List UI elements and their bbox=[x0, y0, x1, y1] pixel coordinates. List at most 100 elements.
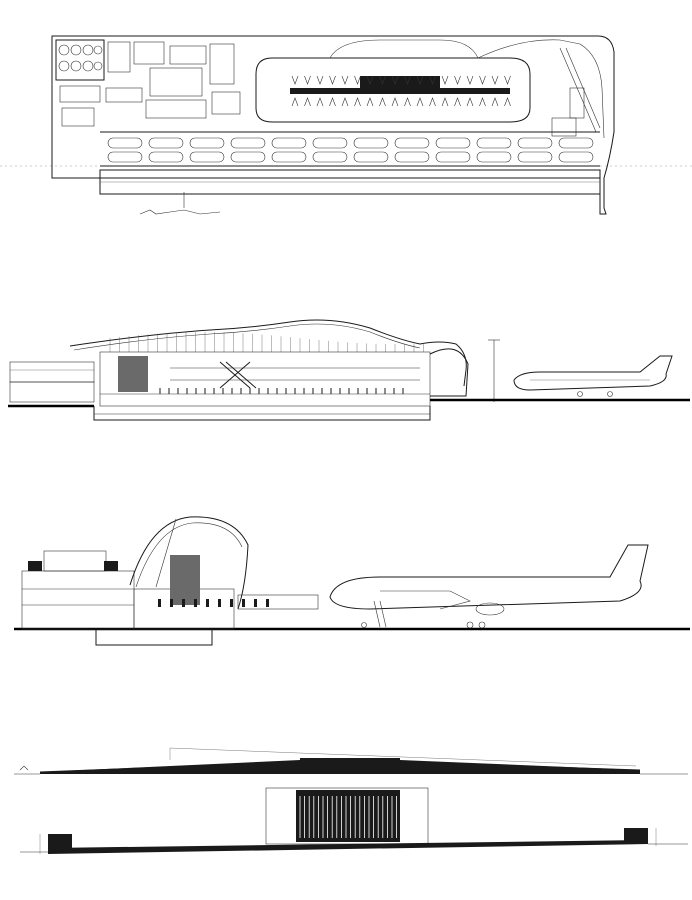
taxiway-island bbox=[476, 151, 512, 163]
wave-roof bbox=[69, 319, 467, 387]
taxiway-island bbox=[353, 137, 389, 149]
stand-mark bbox=[429, 75, 436, 85]
terminal-core bbox=[360, 76, 440, 88]
aircraft-stands-south bbox=[291, 97, 511, 107]
basement-level bbox=[93, 406, 431, 421]
terminal-floors bbox=[99, 351, 431, 407]
taxiway-island bbox=[107, 137, 143, 149]
stand-mark bbox=[291, 75, 299, 85]
taxiway-island bbox=[189, 137, 225, 149]
taxiway-island bbox=[517, 137, 553, 149]
roof-pitch-guideline bbox=[169, 747, 637, 767]
taxiway-island bbox=[353, 151, 389, 163]
site-plan-drawing bbox=[0, 28, 692, 228]
stand-mark bbox=[354, 75, 361, 85]
stand-mark bbox=[316, 97, 324, 107]
passenger-figures-cross bbox=[158, 599, 269, 607]
taxiway-island bbox=[271, 137, 307, 149]
taxiway-system bbox=[107, 137, 594, 163]
taxiway-island bbox=[230, 151, 266, 163]
taxiway-island bbox=[148, 137, 184, 149]
cross-section-svg bbox=[14, 516, 690, 646]
stand-mark bbox=[441, 97, 449, 107]
person-figure bbox=[182, 599, 185, 607]
roof-ribs bbox=[109, 332, 424, 352]
boarding-bridge bbox=[237, 594, 319, 610]
stand-mark bbox=[441, 75, 449, 85]
utility-tanks bbox=[58, 44, 103, 72]
stand-mark bbox=[466, 75, 474, 85]
stand-mark bbox=[404, 97, 411, 107]
taxiway-island bbox=[230, 137, 266, 149]
stand-mark bbox=[479, 75, 486, 85]
airside-pier-end bbox=[429, 348, 469, 397]
stand-mark bbox=[304, 97, 311, 107]
stand-mark bbox=[491, 97, 499, 107]
person-figure bbox=[254, 599, 257, 607]
stand-mark bbox=[416, 97, 424, 107]
taxiway-island bbox=[435, 137, 471, 149]
taxiway-island bbox=[435, 151, 471, 163]
stand-mark bbox=[329, 75, 336, 85]
person-figure bbox=[194, 599, 197, 607]
person-figure bbox=[230, 599, 233, 607]
stand-mark bbox=[454, 97, 461, 107]
site-plan-svg bbox=[0, 35, 692, 215]
aircraft-side bbox=[513, 355, 673, 397]
person-figure bbox=[206, 599, 209, 607]
stand-mark bbox=[491, 75, 499, 85]
stand-mark bbox=[291, 97, 299, 107]
taxiway-island bbox=[394, 137, 430, 149]
person-figure bbox=[266, 599, 269, 607]
site-boundary bbox=[51, 35, 615, 215]
taxiway-island bbox=[148, 151, 184, 163]
taxiway-island bbox=[271, 151, 307, 163]
apron-oval bbox=[255, 57, 531, 123]
taxiway-island bbox=[107, 151, 143, 163]
person-figure bbox=[242, 599, 245, 607]
person-figure bbox=[170, 599, 173, 607]
stand-mark bbox=[366, 97, 374, 107]
landside-structure bbox=[21, 550, 135, 630]
support-buildings bbox=[59, 41, 241, 127]
access-road-loop bbox=[329, 39, 479, 59]
vertical-core bbox=[170, 555, 200, 605]
taxiway-island bbox=[312, 137, 348, 149]
stand-mark bbox=[379, 97, 386, 107]
utility-block bbox=[55, 39, 105, 81]
stand-mark bbox=[316, 75, 324, 85]
terminal-building bbox=[290, 88, 510, 94]
passenger-figures bbox=[159, 388, 404, 394]
roof-shell-inner bbox=[135, 522, 243, 588]
aircraft-cross-view bbox=[329, 544, 649, 629]
taxiway-island bbox=[312, 151, 348, 163]
aircraft-stands-north bbox=[291, 75, 511, 85]
roof-shell bbox=[129, 516, 249, 610]
stand-mark bbox=[504, 97, 511, 107]
stand-mark bbox=[479, 97, 486, 107]
access-road-east bbox=[477, 39, 605, 139]
stand-mark bbox=[379, 75, 386, 85]
facade-mullions bbox=[299, 796, 398, 838]
stand-mark bbox=[466, 97, 474, 107]
stand-mark bbox=[416, 75, 424, 85]
longitudinal-section-drawing bbox=[0, 310, 692, 430]
apron-light-mast bbox=[488, 339, 500, 402]
taxiway-island bbox=[558, 151, 594, 163]
taxiway-island bbox=[558, 137, 594, 149]
east-road-network bbox=[551, 47, 601, 137]
stand-mark bbox=[404, 75, 411, 85]
lower-elevation bbox=[20, 787, 688, 854]
stand-mark bbox=[354, 97, 361, 107]
stand-mark bbox=[341, 97, 349, 107]
elevation-svg bbox=[14, 747, 688, 854]
taxiway-island bbox=[394, 151, 430, 163]
taxiway-island bbox=[476, 137, 512, 149]
landside-building bbox=[9, 361, 95, 403]
stand-mark bbox=[429, 97, 436, 107]
roof-underside bbox=[73, 323, 421, 351]
stand-mark bbox=[454, 75, 461, 85]
roof-strut bbox=[155, 518, 177, 588]
upper-elevation bbox=[14, 747, 688, 775]
taxiway-island bbox=[517, 151, 553, 163]
